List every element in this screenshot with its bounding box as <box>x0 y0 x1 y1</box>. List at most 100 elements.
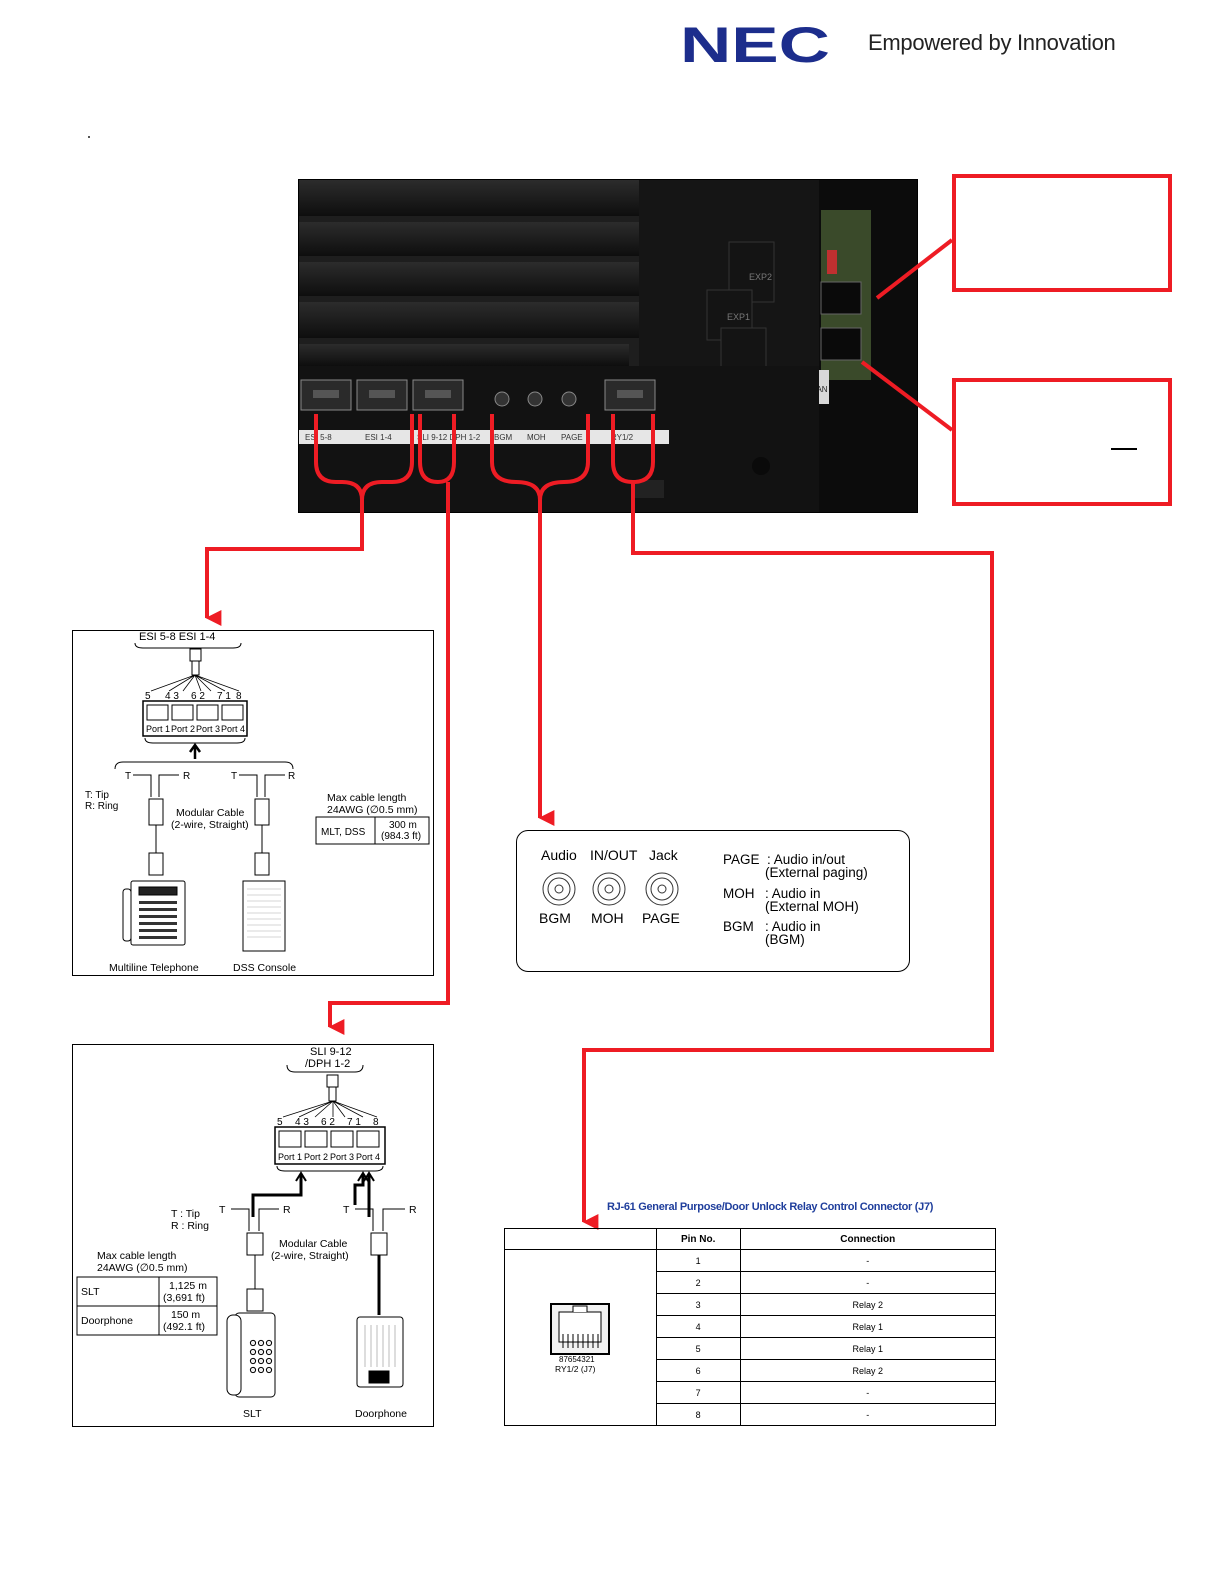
sli-pin-b: 4 3 <box>295 1117 309 1128</box>
sli-max-gauge: 24AWG (∅0.5 mm) <box>97 1262 187 1274</box>
esi-r-1: R <box>183 771 190 782</box>
esi-pin-d: 7 1 <box>217 691 231 702</box>
sli-top-label-2: /DPH 1-2 <box>305 1058 350 1070</box>
esi-diagram-panel: ESI 5-8 ESI 1-4 5 4 3 6 2 7 1 8 Port 1 P… <box>72 630 434 976</box>
relay-pin-4: 4 <box>655 1315 741 1338</box>
dss-console-icon <box>242 880 286 952</box>
relay-conn-8: - <box>739 1403 997 1426</box>
relay-pin-3: 3 <box>655 1293 741 1316</box>
sli-device-2: Doorphone <box>355 1408 407 1420</box>
relay-pin-8: 8 <box>655 1403 741 1426</box>
relay-conn-4: Relay 1 <box>739 1315 997 1338</box>
esi-pin-e: 8 <box>236 691 242 702</box>
audio-desc-bgm-sub: (BGM) <box>765 932 805 947</box>
table-row: 8- <box>505 1403 997 1426</box>
sli-device-1: SLT <box>243 1408 262 1420</box>
esi-legend-ring: R: Ring <box>85 801 118 812</box>
sli-t-2: T <box>343 1204 350 1216</box>
chassis-photo: EXP2 EXP1 LAN ESI 5-8 ESI 1-4 <box>298 179 918 513</box>
doorphone-icon <box>356 1316 404 1388</box>
esi-cable-type: (2-wire, Straight) <box>171 819 249 831</box>
svg-text:NEC: NEC <box>680 22 830 67</box>
rj61-jack-icon: 87654321 RY1/2 (J7) <box>550 1302 611 1374</box>
audio-desc-page-name: PAGE <box>723 852 760 867</box>
chassis-illustration: EXP2 EXP1 LAN ESI 5-8 ESI 1-4 <box>299 180 917 512</box>
esi-device-1: Multiline Telephone <box>109 962 199 974</box>
esi-r-2: R <box>288 771 295 782</box>
relay-pin-5: 5 <box>655 1337 741 1360</box>
audio-header-audio: Audio <box>541 847 577 863</box>
relay-jack-label: RY1/2 (J7) <box>555 1364 596 1374</box>
photo-label-moh: MOH <box>527 433 546 442</box>
audio-desc-page-text: : Audio in/out <box>767 852 845 867</box>
sli-row2-m: 150 m <box>171 1309 200 1321</box>
tagline: Empowered by Innovation <box>868 30 1116 55</box>
esi-cable-label: Modular Cable <box>176 807 244 819</box>
esi-t-2: T <box>231 771 237 782</box>
table-row: 7- <box>505 1381 997 1404</box>
sli-pin-d: 7 1 <box>347 1117 361 1128</box>
esi-device-2: DSS Console <box>233 962 296 974</box>
esi-table-m: 300 m <box>389 820 417 831</box>
relay-pin-7: 7 <box>655 1381 741 1404</box>
relay-pin-2: 2 <box>655 1271 741 1294</box>
jack-moh[interactable] <box>527 391 543 407</box>
audio-header-inout: IN/OUT <box>590 847 638 863</box>
exp2-label: EXP2 <box>749 272 772 282</box>
audio-desc-moh-name: MOH <box>723 886 755 901</box>
audio-desc-bgm-text: : Audio in <box>765 919 821 934</box>
relay-jack-cell: 87654321 RY1/2 (J7) <box>504 1249 657 1426</box>
photo-label-sli: SLI 9-12 DPH 1-2 <box>417 433 481 442</box>
sli-cable-label: Modular Cable <box>279 1238 347 1250</box>
sli-row2-ft: (492.1 ft) <box>163 1321 205 1333</box>
sli-max-title: Max cable length <box>97 1250 177 1262</box>
audio-jack-panel: Audio IN/OUT Jack BGM MOH PAGE PAGE : Au… <box>516 830 910 972</box>
photo-label-ry: RY1/2 <box>611 433 634 442</box>
esi-t-1: T <box>125 771 131 782</box>
nec-logo: NEC <box>680 22 830 67</box>
table-row: 87654321 RY1/2 (J7) 1 - <box>504 1249 997 1426</box>
relay-conn-2: - <box>739 1271 997 1294</box>
relay-pin-table: Pin No. Connection 87654321 RY1/2 (J7) 1… <box>504 1228 997 1426</box>
audio-jack-moh-label: MOH <box>591 910 624 926</box>
sli-port-1: Port 1 <box>278 1152 302 1162</box>
sli-diagram: SLI 9-12 /DPH 1-2 5 4 3 6 2 7 1 8 Port 1… <box>76 1046 417 1420</box>
esi-port-2: Port 2 <box>171 724 195 734</box>
relay-header-pin: Pin No. <box>655 1228 741 1250</box>
jack-page[interactable] <box>561 391 577 407</box>
esi-table-label: MLT, DSS <box>321 827 366 838</box>
callout-underline <box>1111 448 1137 450</box>
relay-pin-digits: 87654321 <box>559 1355 595 1364</box>
esi-table-ft: (984.3 ft) <box>381 831 421 842</box>
photo-label-esi14: ESI 1-4 <box>365 433 392 442</box>
audio-jack-bgm-label: BGM <box>539 910 571 926</box>
sli-pin-e: 8 <box>373 1117 379 1128</box>
sli-row1-ft: (3,691 ft) <box>163 1292 205 1304</box>
esi-top-label: ESI 5-8 ESI 1-4 <box>139 631 215 643</box>
photo-label-page: PAGE <box>561 433 583 442</box>
sli-pin-a: 5 <box>277 1117 283 1128</box>
sli-legend-tip: T : Tip <box>171 1208 200 1220</box>
jack-bgm[interactable] <box>494 391 510 407</box>
sli-t-1: T <box>219 1204 226 1216</box>
sli-row2-label: Doorphone <box>81 1315 133 1327</box>
relay-title: RJ-61 General Purpose/Door Unlock Relay … <box>607 1201 934 1213</box>
sli-r-2: R <box>409 1204 417 1216</box>
sli-cable-type: (2-wire, Straight) <box>271 1250 349 1262</box>
relay-pin-1: 1 <box>655 1249 741 1272</box>
sli-pin-c: 6 2 <box>321 1117 335 1128</box>
esi-port-1: Port 1 <box>146 724 170 734</box>
tiny-mark <box>88 136 90 138</box>
sli-port-3: Port 3 <box>330 1152 354 1162</box>
sli-port-2: Port 2 <box>304 1152 328 1162</box>
audio-header-jack: Jack <box>649 847 679 863</box>
sli-row1-label: SLT <box>81 1286 100 1298</box>
photo-label-bgm: BGM <box>494 433 513 442</box>
esi-pin-b: 4 3 <box>165 691 179 702</box>
line-to-esi-panel <box>205 500 364 626</box>
relay-conn-3: Relay 2 <box>739 1293 997 1316</box>
sli-r-1: R <box>283 1204 291 1216</box>
audio-jack-diagram: Audio IN/OUT Jack BGM MOH PAGE PAGE : Au… <box>539 847 868 947</box>
audio-desc-bgm-name: BGM <box>723 919 754 934</box>
